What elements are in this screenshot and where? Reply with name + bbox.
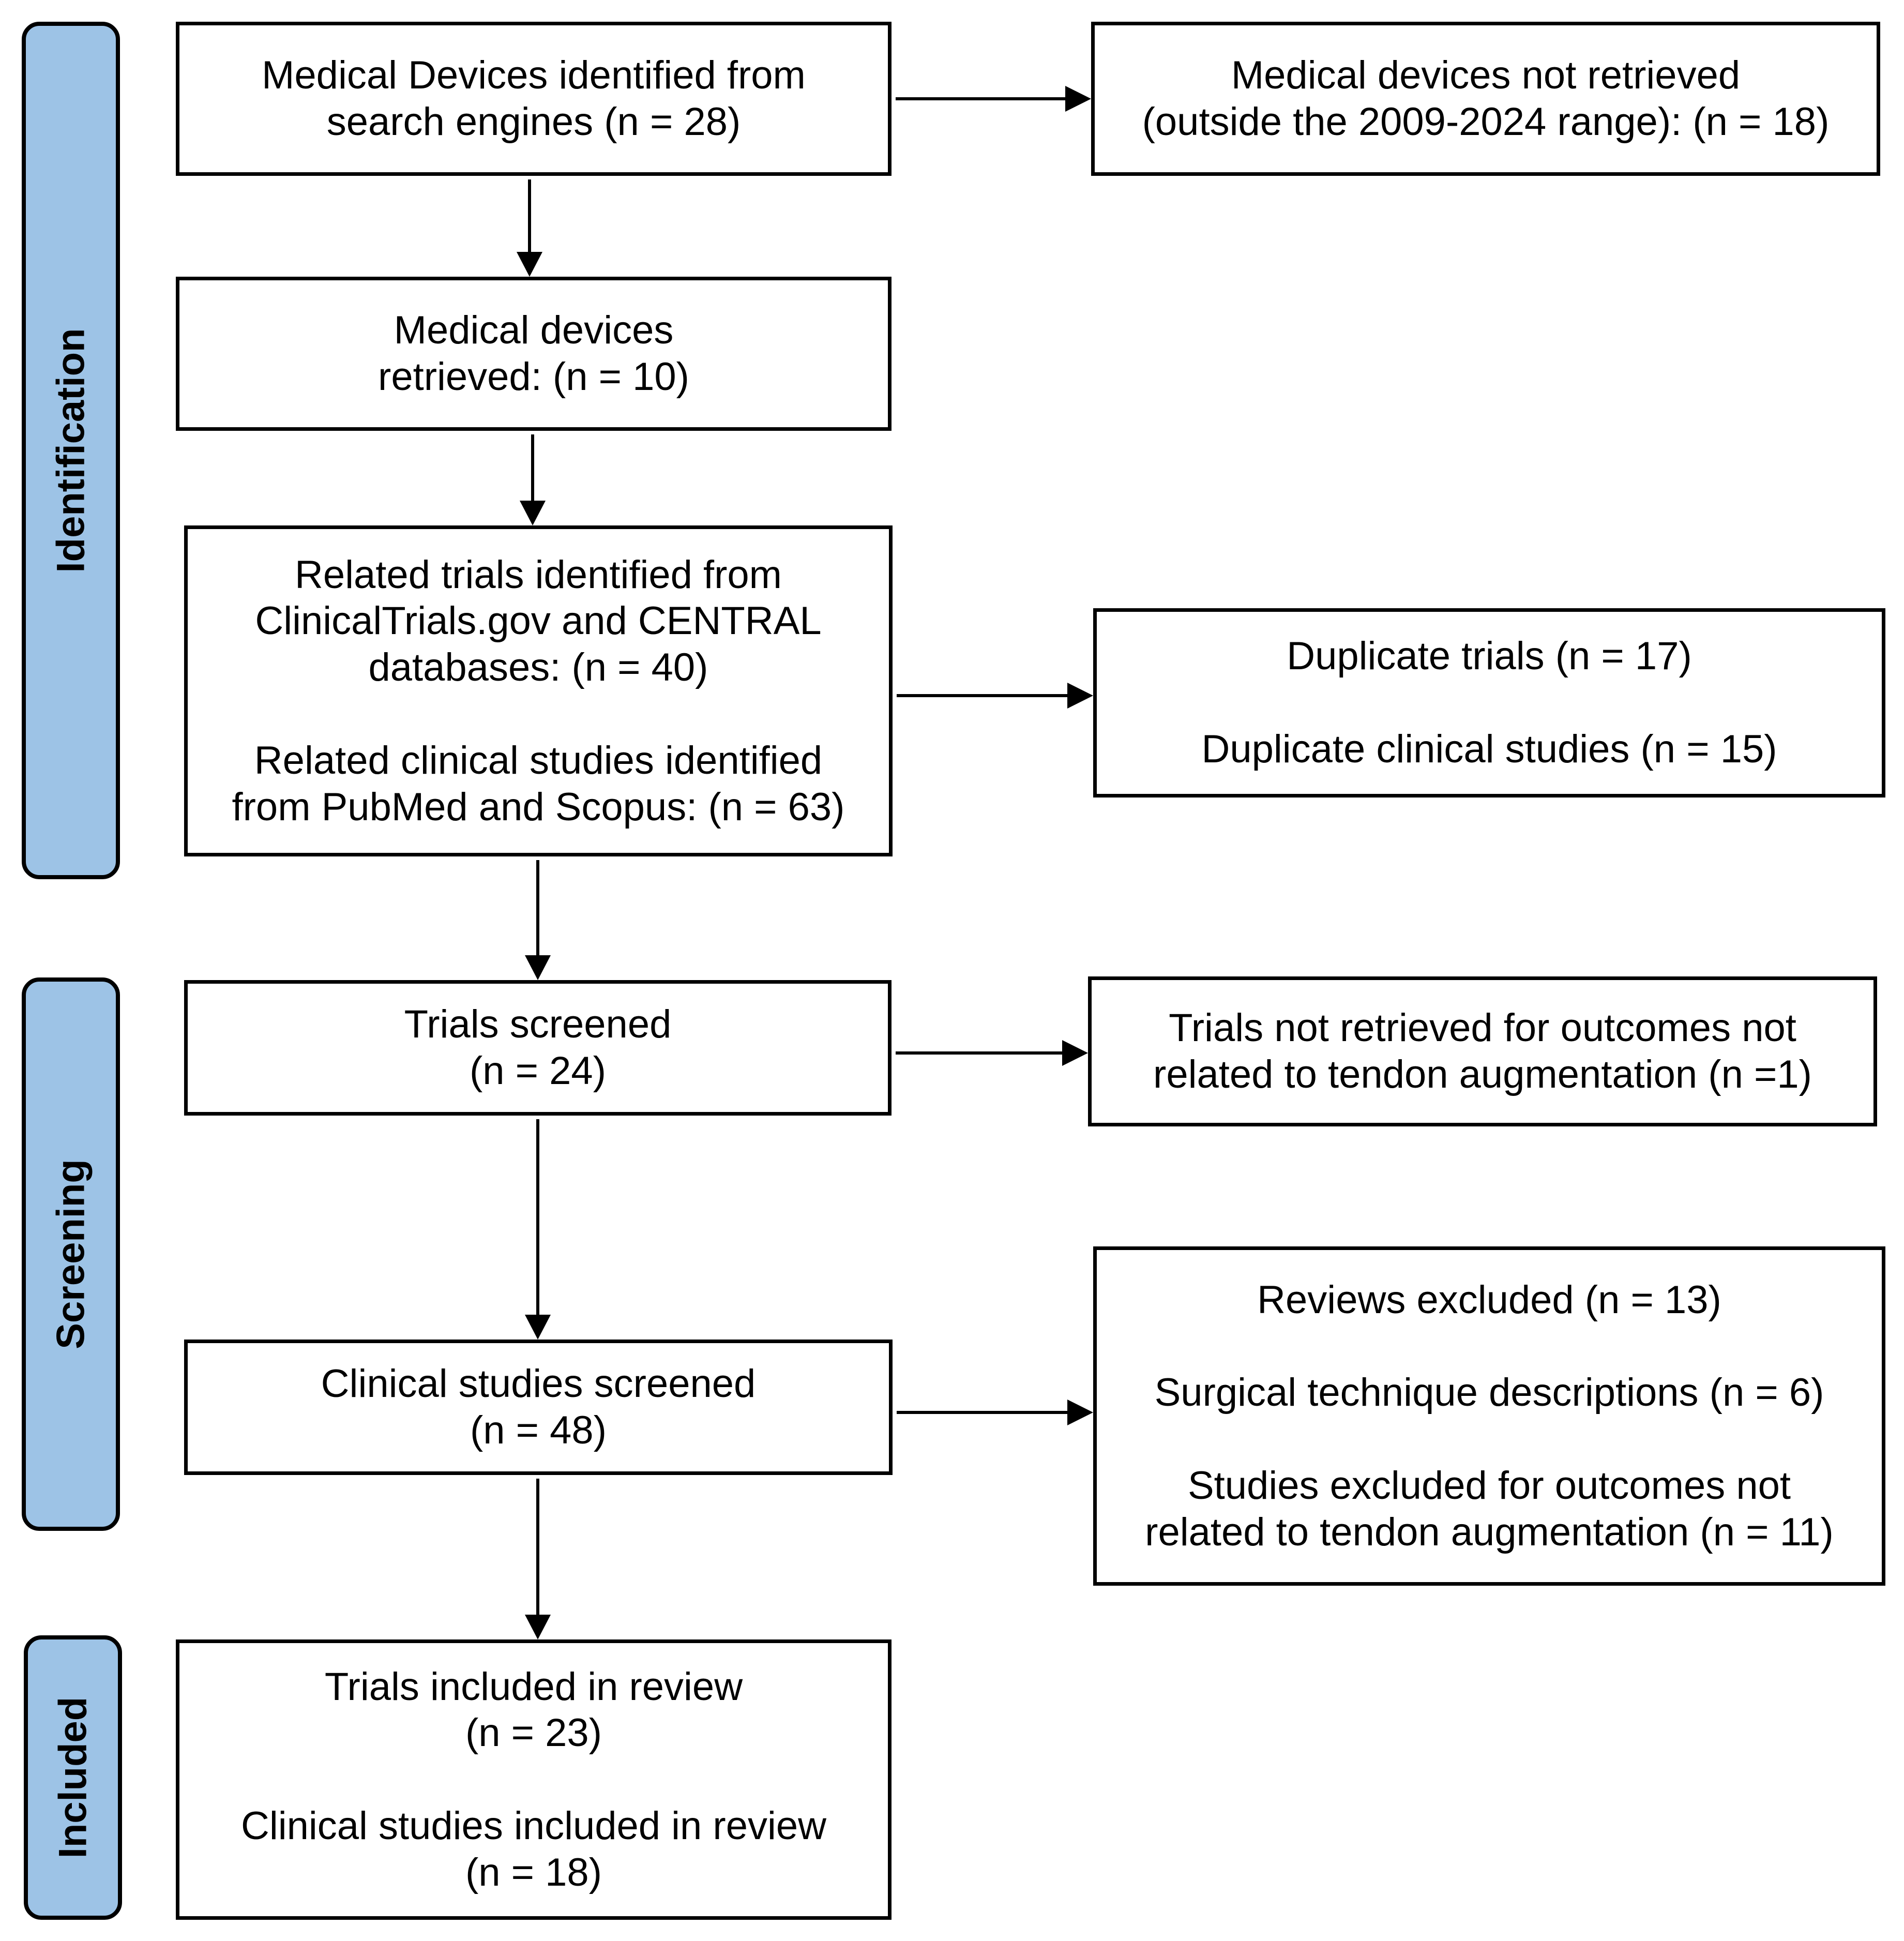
studies-excluded-line-2: related to tendon augmentation (n = 11) xyxy=(1145,1510,1834,1554)
studies-screened-line-2: (n = 48) xyxy=(470,1408,607,1452)
arrowhead-exclusions xyxy=(1067,1400,1093,1425)
studies-included-line-2: (n = 18) xyxy=(465,1850,602,1894)
trials-included-line-1: Trials included in review xyxy=(324,1664,743,1709)
phase-screening: Screening xyxy=(22,977,120,1531)
trials-screened-line-1: Trials screened xyxy=(404,1002,672,1047)
devices-identified-line-1: Medical Devices identified from xyxy=(262,53,806,98)
box-trials-screened: Trials screened (n = 24) xyxy=(184,980,891,1116)
devices-not-retrieved-line-1: Medical devices not retrieved xyxy=(1231,53,1741,98)
arrowhead-studies-screened xyxy=(525,1315,551,1340)
studies-excluded-line-1: Studies excluded for outcomes not xyxy=(1187,1464,1791,1508)
related-trials-line-2: ClinicalTrials.gov and CENTRAL xyxy=(255,599,822,643)
devices-retrieved-line-2: retrieved: (n = 10) xyxy=(378,355,689,399)
trials-screened-line-2: (n = 24) xyxy=(469,1049,607,1093)
duplicate-studies: Duplicate clinical studies (n = 15) xyxy=(1201,727,1777,771)
devices-not-retrieved-line-2: (outside the 2009-2024 range): (n = 18) xyxy=(1142,100,1830,144)
related-studies-line-1: Related clinical studies identified xyxy=(254,738,823,783)
phase-included: Included xyxy=(24,1635,122,1920)
arrowhead-included xyxy=(525,1615,551,1639)
box-devices-identified: Medical Devices identified from search e… xyxy=(176,22,891,176)
arrowhead-trials-not-retrieved xyxy=(1062,1040,1088,1066)
arrowhead-devices-retrieved xyxy=(517,252,542,277)
arrowhead-trials-screened xyxy=(525,955,551,980)
trials-included-line-2: (n = 23) xyxy=(465,1711,602,1755)
related-trials-line-3: databases: (n = 40) xyxy=(368,645,708,690)
box-exclusions: Reviews excluded (n = 13) Surgical techn… xyxy=(1093,1246,1885,1586)
phase-identification: Identification xyxy=(22,22,120,879)
devices-identified-line-2: search engines (n = 28) xyxy=(326,100,741,144)
duplicate-trials: Duplicate trials (n = 17) xyxy=(1287,634,1692,679)
studies-included-line-1: Clinical studies included in review xyxy=(240,1804,827,1848)
box-duplicates: Duplicate trials (n = 17) Duplicate clin… xyxy=(1093,608,1885,798)
box-included: Trials included in review (n = 23) Clini… xyxy=(176,1639,891,1920)
trials-not-retrieved-line-1: Trials not retrieved for outcomes not xyxy=(1169,1006,1796,1050)
trials-not-retrieved-line-2: related to tendon augmentation (n =1) xyxy=(1153,1052,1812,1096)
related-studies-line-2: from PubMed and Scopus: (n = 63) xyxy=(232,785,845,829)
arrowhead-not-retrieved xyxy=(1065,86,1091,112)
studies-screened-line-1: Clinical studies screened xyxy=(321,1362,756,1406)
related-trials-line-1: Related trials identified from xyxy=(295,552,782,597)
arrowhead-duplicates xyxy=(1067,683,1093,709)
box-related-records: Related trials identified from ClinicalT… xyxy=(184,525,893,856)
box-devices-retrieved: Medical devices retrieved: (n = 10) xyxy=(176,277,891,431)
arrowhead-related-records xyxy=(520,501,546,525)
surgical-descriptions: Surgical technique descriptions (n = 6) xyxy=(1154,1371,1824,1415)
devices-retrieved-line-1: Medical devices xyxy=(394,308,674,353)
box-devices-not-retrieved: Medical devices not retrieved (outside t… xyxy=(1091,22,1880,176)
box-trials-not-retrieved: Trials not retrieved for outcomes not re… xyxy=(1088,976,1877,1126)
box-studies-screened: Clinical studies screened (n = 48) xyxy=(184,1340,893,1475)
reviews-excluded: Reviews excluded (n = 13) xyxy=(1257,1277,1721,1322)
